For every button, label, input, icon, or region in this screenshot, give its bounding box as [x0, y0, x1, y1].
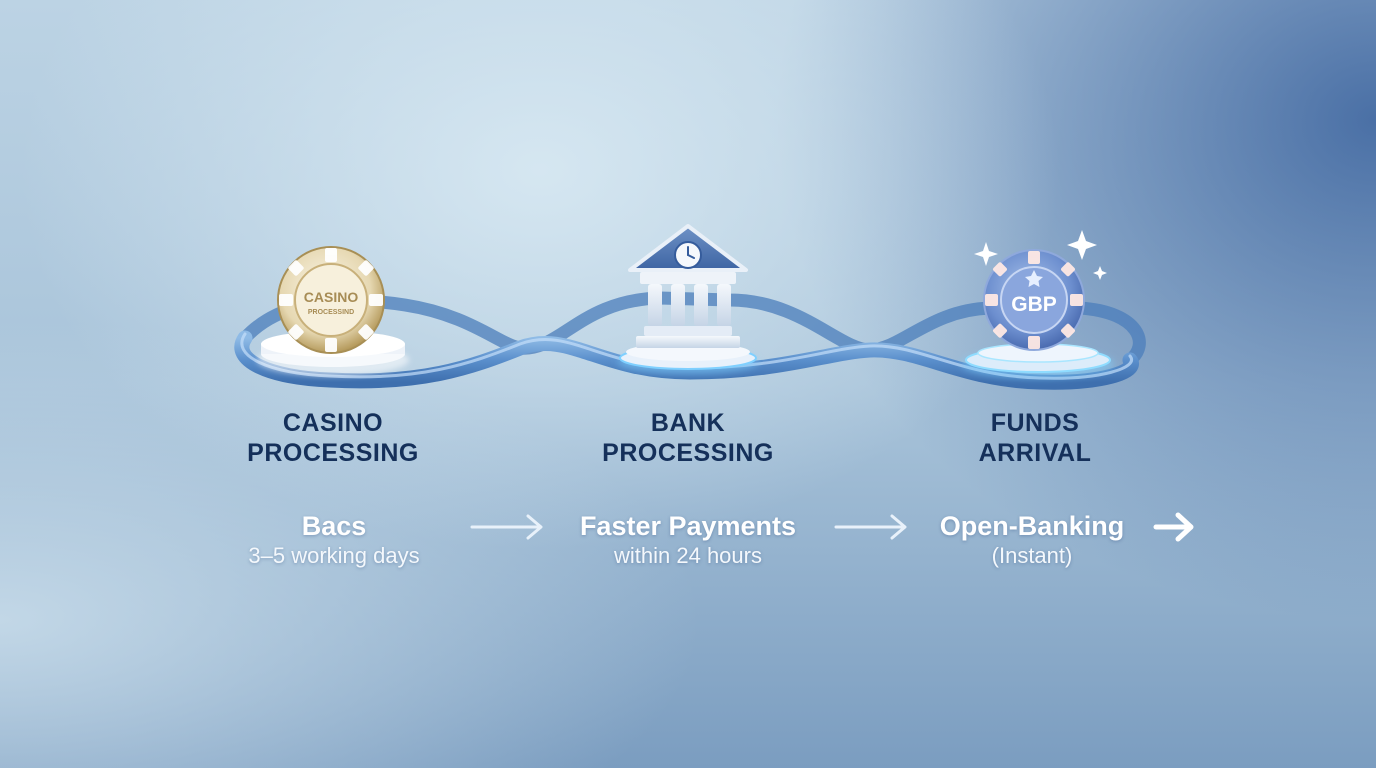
method-bacs: Bacs 3–5 working days [248, 511, 420, 568]
stage-title-funds: FUNDS ARRIVAL [978, 409, 1092, 467]
method-open-banking: Open-Banking (Instant) [939, 511, 1125, 568]
svg-text:CASINO: CASINO [304, 289, 359, 305]
svg-text:GBP: GBP [1011, 293, 1057, 316]
funds-pedestal [962, 343, 1114, 378]
stage-title-bank: BANK PROCESSING [602, 409, 774, 467]
arrow-icon [470, 514, 543, 540]
arrow-icon [1153, 512, 1194, 542]
casino-chip-icon: CASINO PROCESSIND [277, 246, 385, 354]
arrow-icon [834, 514, 907, 540]
method-faster-payments: Faster Payments within 24 hours [579, 511, 797, 568]
sparkle-icon [974, 230, 1107, 280]
bank-clock-icon [628, 224, 748, 348]
stage-title-casino: CASINO PROCESSING [247, 409, 419, 467]
gbp-chip-icon: GBP [983, 249, 1085, 351]
svg-text:PROCESSIND: PROCESSIND [308, 309, 354, 316]
